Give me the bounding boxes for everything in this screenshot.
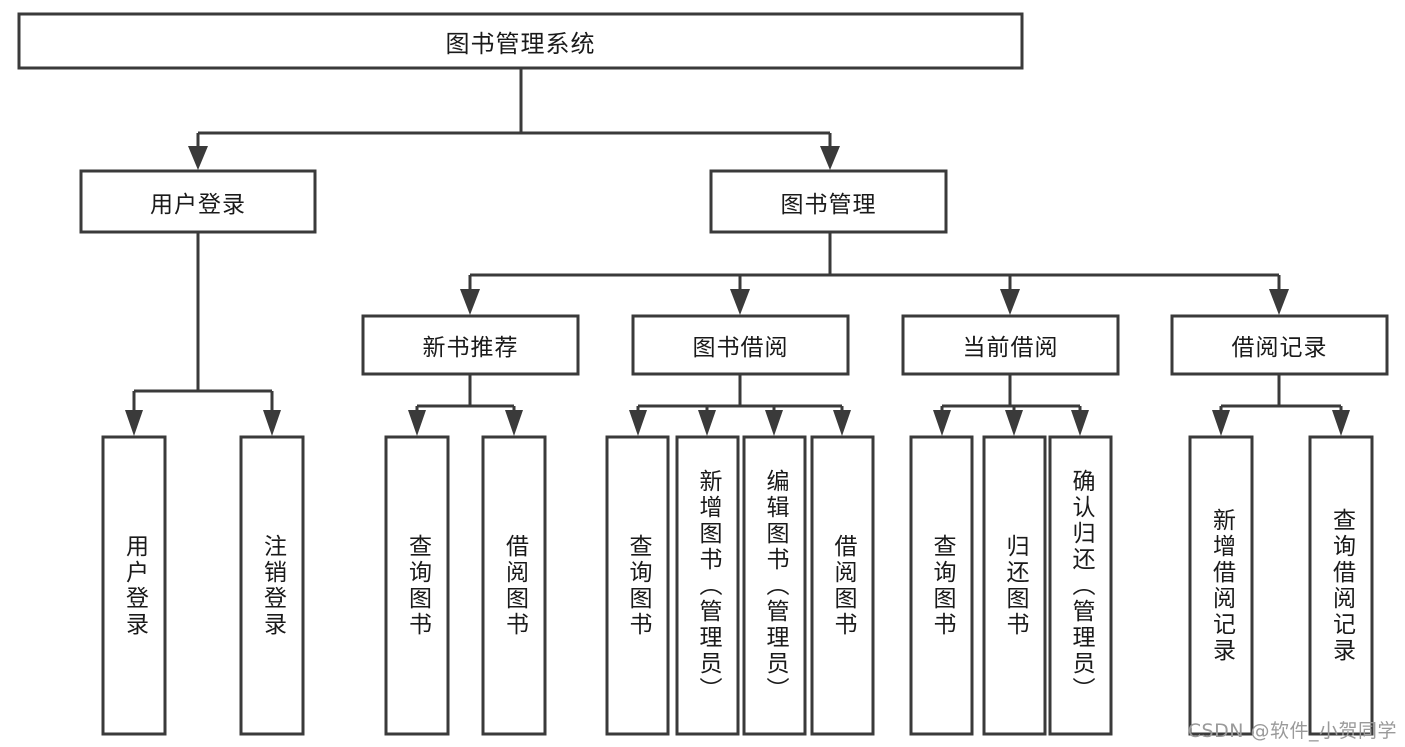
arrow-head-leaf-query-book-1: [408, 410, 426, 436]
arrow-head-leaf-query-book-3: [933, 410, 951, 436]
arrow-head-leaf-borrow-book-2: [833, 410, 851, 436]
arrow-head-book-manage: [820, 146, 840, 170]
node-label-borrow-record: 借阅记录: [1231, 335, 1328, 361]
node-label-leaf-query-borrow-record: 查询借阅记录: [1328, 507, 1355, 664]
node-label-leaf-query-book-1: 查询图书: [404, 533, 431, 638]
node-box-leaf-confirm-return-admin[interactable]: [1048, 435, 1113, 736]
node-label-user-login: 用户登录: [150, 191, 246, 218]
node-label-book-borrow: 图书借阅: [692, 335, 789, 361]
connector-borrow-record-to-leaves: [1212, 374, 1350, 436]
arrow-head-leaf-borrow-book-1: [505, 410, 523, 436]
arrow-head-leaf-return-book: [1005, 410, 1023, 436]
node-box-leaf-borrow-book-2[interactable]: [810, 435, 875, 736]
node-box-leaf-borrow-book-1[interactable]: [481, 435, 547, 736]
node-label-book-manage: 图书管理: [780, 191, 877, 218]
arrow-head-leaf-logout-login: [263, 410, 281, 436]
connector-book-borrow-to-leaves: [629, 374, 851, 436]
node-label-new-book-recommend: 新书推荐: [422, 335, 519, 361]
node-box-leaf-user-login[interactable]: [101, 435, 167, 736]
connector-new-book-recommend-to-leaves: [408, 374, 523, 436]
arrow-head-new-book-recommend: [460, 289, 480, 315]
node-box-user-login[interactable]: [79, 169, 317, 234]
node-label-leaf-logout-login: 注销登录: [259, 533, 286, 638]
node-label-leaf-return-book: 归还图书: [1002, 533, 1028, 638]
node-label-leaf-query-book-2: 查询图书: [625, 533, 651, 638]
node-box-leaf-query-book-2[interactable]: [605, 435, 670, 736]
connector-root-to-level2: [188, 68, 840, 170]
connector-book-manage-to-level3: [460, 232, 1289, 315]
node-box-leaf-logout-login[interactable]: [239, 435, 305, 736]
arrow-head-borrow-record: [1269, 289, 1289, 315]
node-box-current-borrow[interactable]: [901, 314, 1120, 376]
node-label-leaf-user-login: 用户登录: [121, 533, 148, 638]
node-box-leaf-query-book-3[interactable]: [909, 435, 974, 736]
node-label-leaf-query-book-3: 查询图书: [929, 533, 955, 638]
arrow-head-user-login: [188, 146, 208, 170]
connector-user-login-to-leaves: [125, 232, 281, 436]
node-box-leaf-query-borrow-record[interactable]: [1308, 435, 1374, 736]
node-box-new-book-recommend[interactable]: [361, 314, 580, 376]
node-label-leaf-confirm-return-admin: 确认归还（管理员）: [1068, 468, 1094, 703]
arrow-head-leaf-query-book-2: [629, 410, 647, 436]
arrow-head-current-borrow: [1000, 289, 1020, 315]
node-label-root: 图书管理系统: [445, 29, 596, 58]
node-box-leaf-return-book[interactable]: [982, 435, 1047, 736]
connector-current-borrow-to-leaves: [933, 374, 1089, 436]
node-label-leaf-add-book-admin: 新增图书（管理员）: [695, 468, 721, 703]
node-box-leaf-query-book-1[interactable]: [384, 435, 450, 736]
arrow-head-leaf-add-book-admin: [698, 410, 716, 436]
node-label-leaf-borrow-book-2: 借阅图书: [830, 533, 856, 638]
watermark-text: CSDN @软件_小贺同学: [1187, 720, 1397, 742]
arrow-head-leaf-query-borrow-record: [1332, 410, 1350, 436]
node-label-current-borrow: 当前借阅: [962, 335, 1059, 361]
node-box-leaf-edit-book-admin[interactable]: [742, 435, 807, 736]
node-box-leaf-add-book-admin[interactable]: [675, 435, 740, 736]
node-box-root[interactable]: [17, 12, 1024, 70]
node-label-leaf-add-borrow-record: 新增借阅记录: [1208, 507, 1235, 664]
node-box-leaf-add-borrow-record[interactable]: [1188, 435, 1254, 736]
arrow-head-leaf-add-borrow-record: [1212, 410, 1230, 436]
arrow-head-leaf-user-login: [125, 410, 143, 436]
node-label-leaf-edit-book-admin: 编辑图书（管理员）: [762, 468, 788, 703]
node-label-leaf-borrow-book-1: 借阅图书: [501, 533, 528, 638]
arrow-head-leaf-confirm-return-admin: [1071, 410, 1089, 436]
arrow-head-book-borrow: [730, 289, 750, 315]
arrow-head-leaf-edit-book-admin: [765, 410, 783, 436]
